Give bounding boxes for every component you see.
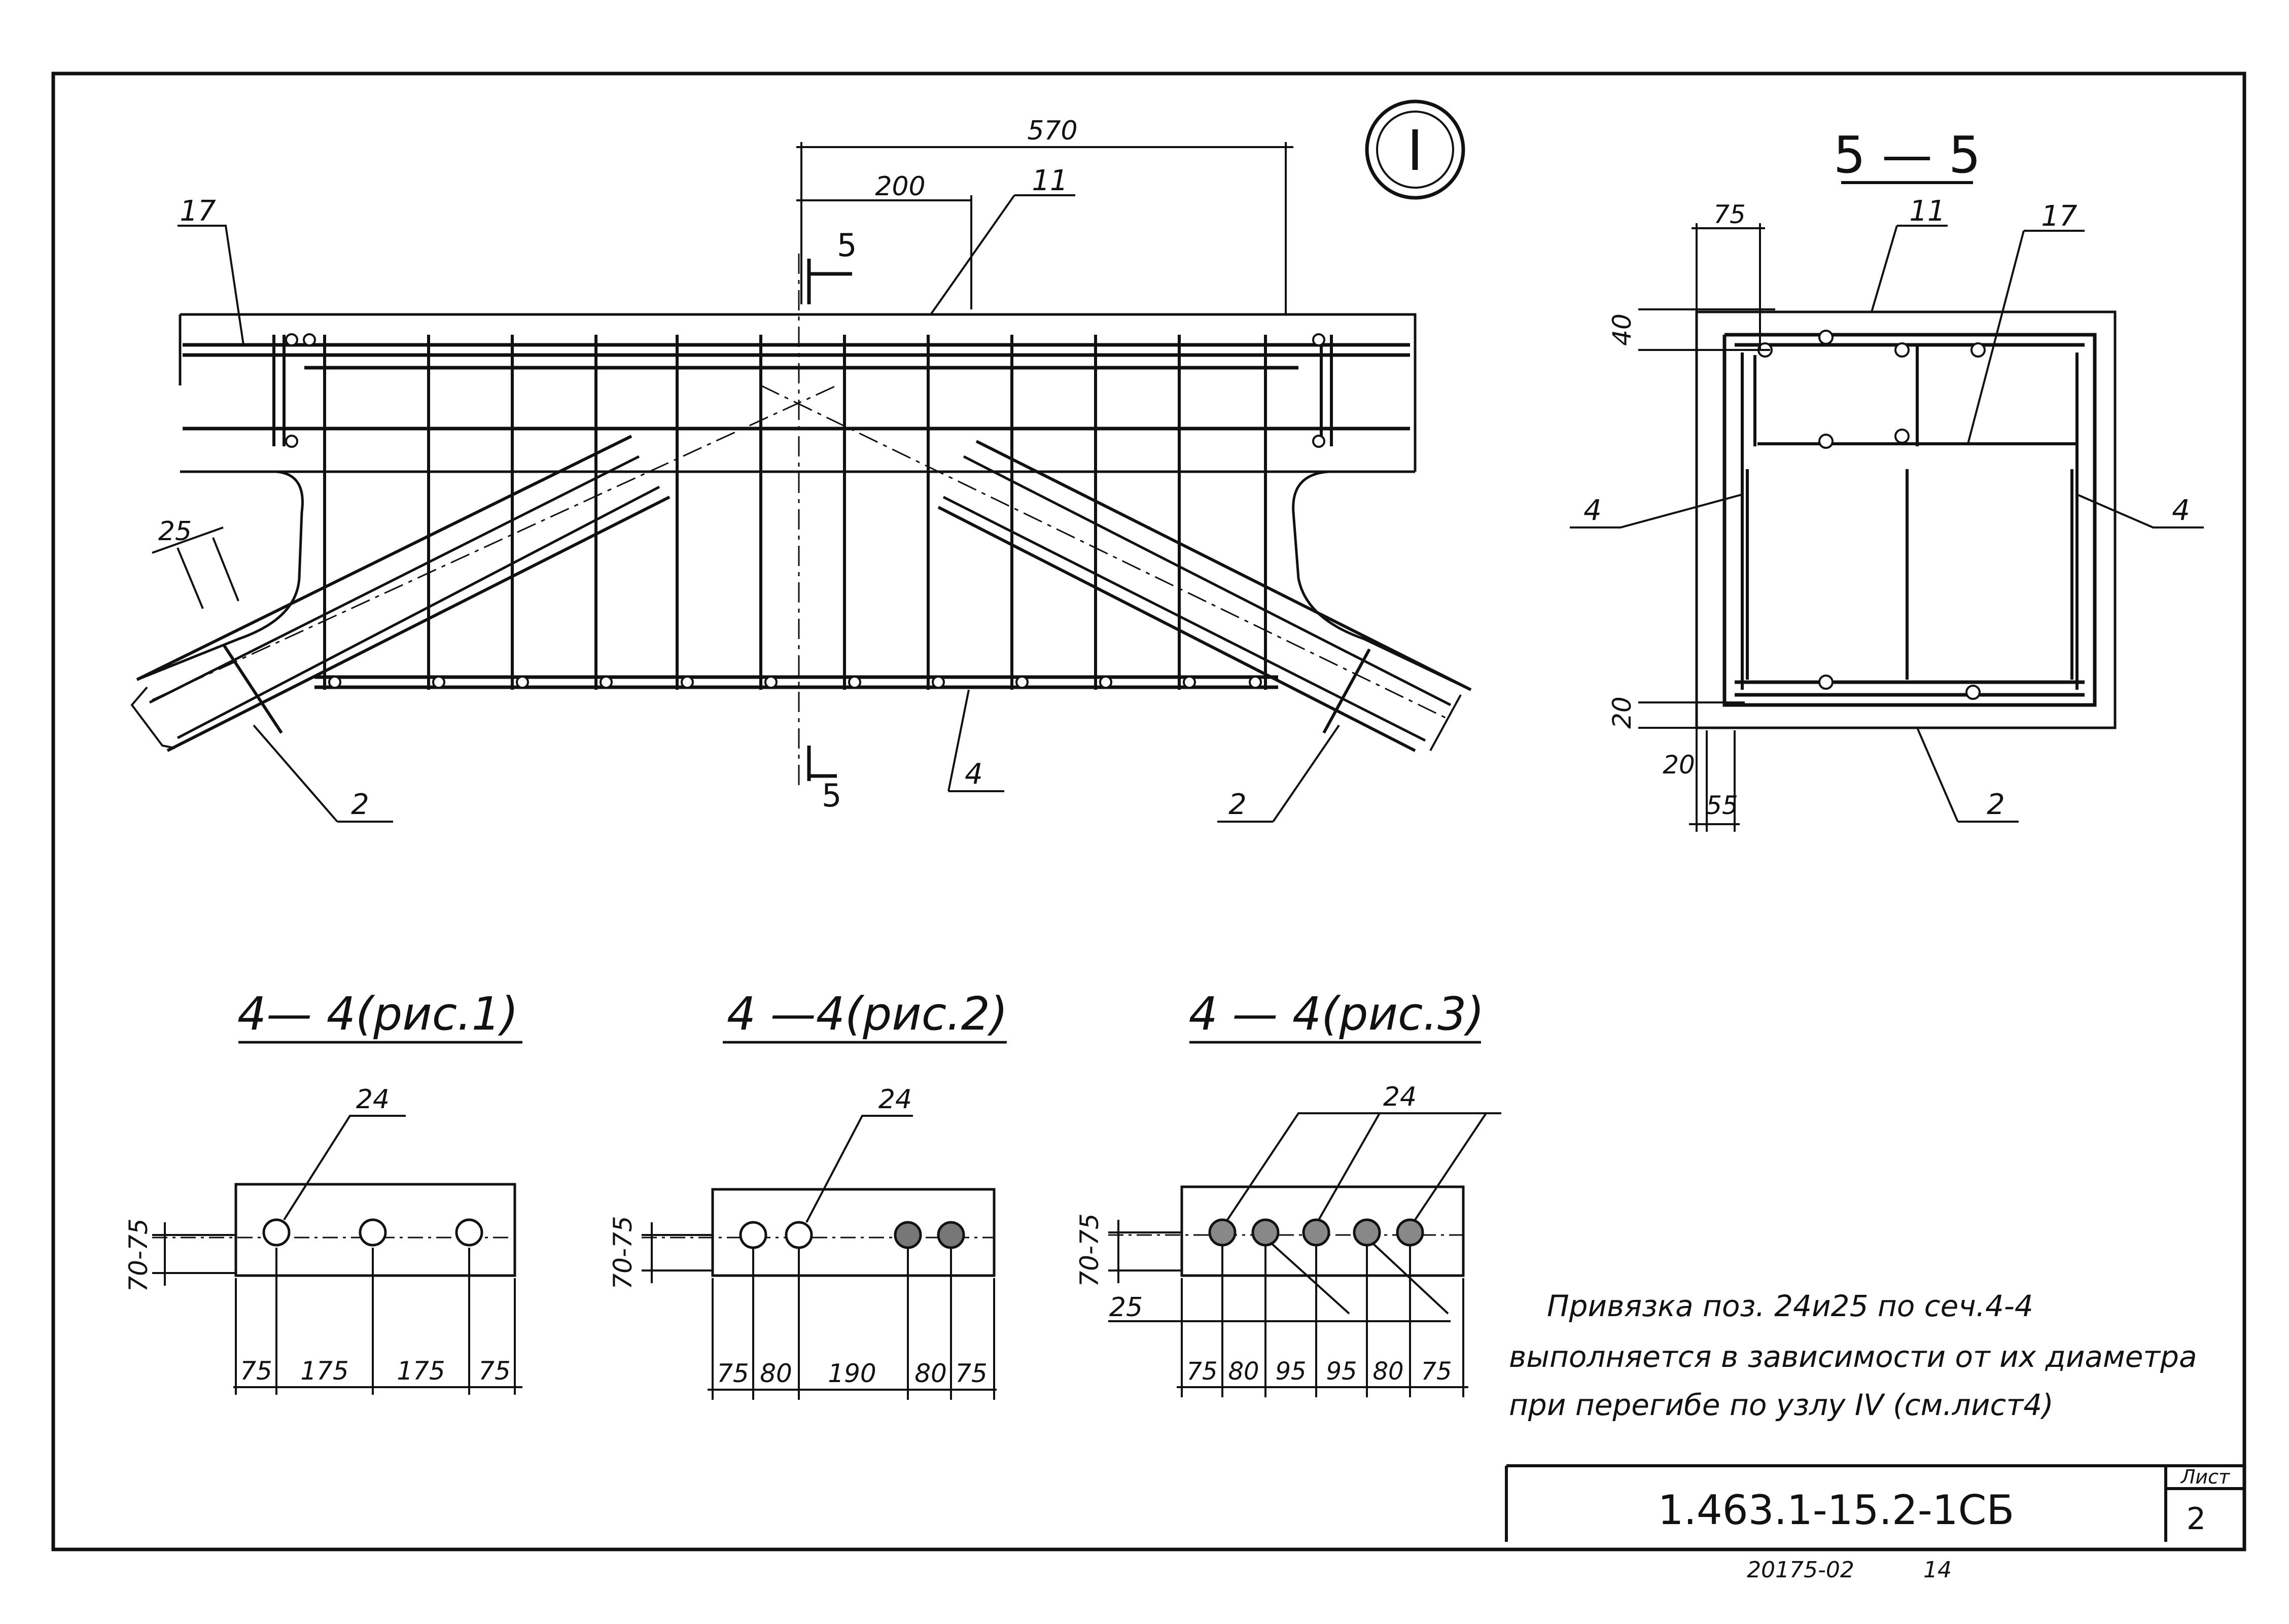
s44-2-height: 70-75 <box>608 1216 638 1289</box>
s55-dim-20b: 20 <box>1663 750 1695 780</box>
label-2-left: 2 <box>351 788 369 821</box>
note-block: Привязка поз. 24и25 по сеч.4-4 выполняет… <box>1509 1289 2197 1422</box>
s44-2-dim-2: 80 <box>760 1359 792 1388</box>
dim-200: 200 <box>875 171 925 202</box>
label-4: 4 <box>965 758 983 791</box>
section-mark-5-bottom: 5 <box>822 777 841 814</box>
section-4-4-fig1: 4— 4(рис.1) 24 70-75 75 175 175 75 <box>124 987 522 1395</box>
s44-2-label-24: 24 <box>878 1084 912 1115</box>
s44-1-title: 4— 4(рис.1) <box>237 987 518 1041</box>
detail-marker: I <box>1365 99 1465 200</box>
footer-page-number: 14 <box>1923 1557 1952 1583</box>
stamp-sheet-number: 2 <box>2187 1501 2206 1537</box>
label-11: 11 <box>1032 164 1068 197</box>
s55-label-4-right: 4 <box>2172 494 2190 527</box>
s55-label-2: 2 <box>1987 788 2005 821</box>
s55-label-17: 17 <box>2041 200 2077 233</box>
s44-1-dim-1: 75 <box>240 1356 272 1386</box>
note-line-2: выполняется в зависимости от их диаметра <box>1509 1339 2197 1374</box>
title-block: 1.463.1-15.2-1СБ Лист 2 <box>1505 1464 2244 1542</box>
s44-3-dim-4: 95 <box>1326 1357 1357 1386</box>
section-5-5-title: 5 — 5 <box>1834 125 1981 185</box>
section-4-4-fig3: 4 — 4(рис.3) 24 70-75 25 75 80 95 95 80 … <box>1075 987 1501 1397</box>
s55-dim-40: 40 <box>1607 313 1637 346</box>
stamp-sheet-label: Лист <box>2180 1466 2231 1488</box>
s44-2-dim-3: 190 <box>828 1359 876 1388</box>
s44-2-title: 4 —4(рис.2) <box>727 987 1008 1041</box>
s44-3-dim-3: 95 <box>1275 1357 1306 1386</box>
note-line-3: при перегибе по узлу IV (см.лист4) <box>1509 1388 2054 1422</box>
s55-dim-55: 55 <box>1706 791 1738 820</box>
node-elevation <box>130 254 1472 791</box>
s44-3-title: 4 — 4(рис.3) <box>1189 987 1485 1041</box>
label-2-right: 2 <box>1228 788 1247 821</box>
section-mark-5-top: 5 <box>837 227 857 264</box>
s44-3-height: 70-75 <box>1075 1213 1104 1287</box>
dim-570: 570 <box>1027 116 1077 146</box>
s44-3-label-24: 24 <box>1383 1082 1417 1112</box>
s44-2-dim-1: 75 <box>717 1359 749 1388</box>
dim-25: 25 <box>158 516 192 547</box>
s55-label-4-left: 4 <box>1583 494 1602 527</box>
s44-2-dim-4: 80 <box>914 1359 947 1388</box>
stamp-code: 1.463.1-15.2-1СБ <box>1658 1487 2015 1534</box>
s44-1-dim-2: 175 <box>300 1356 348 1386</box>
s44-1-height: 70-75 <box>124 1218 153 1292</box>
section-4-4-fig2: 4 —4(рис.2) 24 70-75 75 80 190 80 75 <box>608 987 1008 1400</box>
detail-marker-label: I <box>1407 118 1423 183</box>
s44-1-dim-4: 75 <box>478 1356 511 1386</box>
section-5-5: 5 — 5 75 40 20 20 55 11 17 4 4 2 <box>1570 125 2204 832</box>
s44-1-dim-3: 175 <box>397 1356 445 1386</box>
sheet-frame <box>51 72 2246 1551</box>
note-line-1: Привязка поз. 24и25 по сеч.4-4 <box>1547 1289 2033 1323</box>
s55-dim-75: 75 <box>1713 200 1746 229</box>
s44-3-dim-6: 75 <box>1421 1357 1452 1386</box>
footer-archive-number: 20175-02 <box>1747 1557 1854 1583</box>
position-labels: 17 11 4 2 2 <box>178 164 1340 823</box>
main-dimensions: 570 200 25 <box>152 116 1293 609</box>
s55-label-11: 11 <box>1909 195 1945 228</box>
s44-1-label-24: 24 <box>356 1084 390 1115</box>
s44-3-dim-2: 80 <box>1228 1357 1259 1386</box>
label-17: 17 <box>180 195 216 228</box>
s44-3-dim-5: 80 <box>1372 1357 1403 1386</box>
s55-dim-20a: 20 <box>1607 696 1637 729</box>
s44-3-dim-1: 75 <box>1186 1357 1217 1386</box>
s44-2-dim-5: 75 <box>955 1359 988 1388</box>
s44-3-dim-25: 25 <box>1109 1292 1143 1323</box>
